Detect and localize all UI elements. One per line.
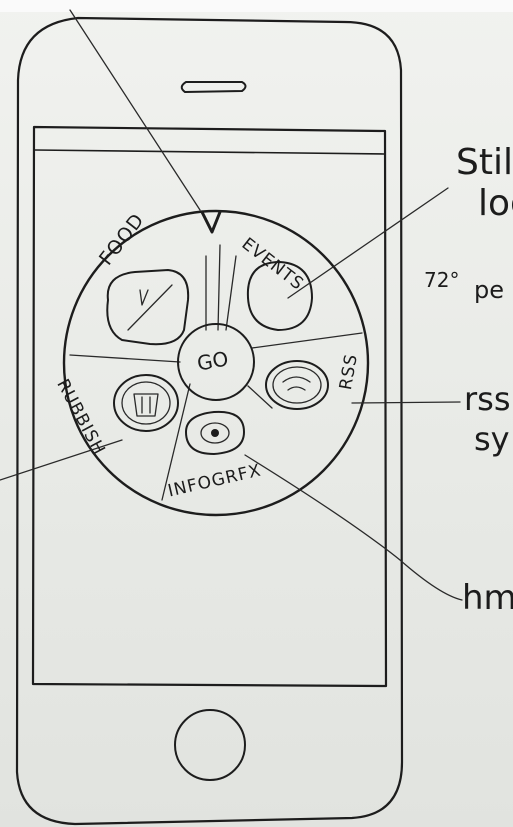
wheel-spoke: [226, 256, 236, 330]
wheel-spoke: [248, 386, 272, 408]
status-bar-line: [35, 150, 384, 154]
home-button: [175, 710, 245, 780]
trash-can-icon: [134, 394, 158, 416]
wheel-spoke: [252, 333, 362, 348]
annotation-logo: log: [478, 183, 513, 224]
rss-icon: [266, 361, 328, 409]
wheel-spoke: [218, 245, 220, 330]
annotation-hm: hm: [462, 578, 513, 618]
annotation-temperature-suffix: pe: [474, 276, 504, 304]
speaker-slot: [182, 82, 246, 92]
annotation-sync: sy: [474, 420, 510, 458]
leader-line-infogrfx: [245, 455, 462, 600]
annotation-temperature: 72°: [424, 268, 459, 292]
wheel-spoke: [70, 355, 180, 362]
leader-line-rss: [352, 402, 460, 403]
food-icon: [107, 270, 188, 344]
annotation-rss: rss: [464, 380, 511, 418]
rubbish-icon: [114, 375, 178, 431]
eye-icon: [211, 429, 219, 437]
leader-line-top: [70, 10, 200, 210]
wheel-pointer: [202, 212, 220, 232]
fork-knife-icon: [128, 285, 172, 330]
